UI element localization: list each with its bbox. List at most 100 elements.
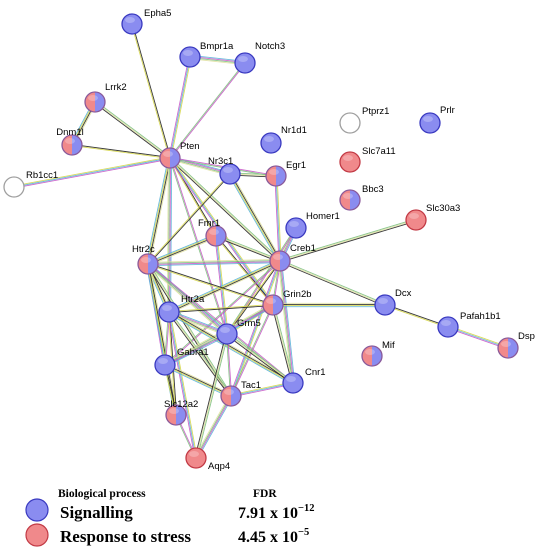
- node-bbc3[interactable]: [339, 189, 361, 211]
- edge-lrrk2-pten: [94, 100, 171, 160]
- edge-line: [279, 218, 416, 261]
- edge-line: [169, 158, 216, 237]
- edge-line: [148, 261, 281, 265]
- node-stress-half: [160, 148, 170, 168]
- node-highlight: [220, 327, 230, 333]
- node-circle: [185, 447, 207, 469]
- edge-line: [215, 235, 281, 262]
- node-circle: [260, 132, 282, 154]
- edge-line: [271, 305, 293, 384]
- node-dsp[interactable]: [497, 337, 519, 359]
- edge-line: [170, 156, 282, 261]
- edge-line: [230, 260, 281, 397]
- node-label-notch3: Notch3: [255, 41, 285, 52]
- node-rb1cc1[interactable]: [3, 176, 25, 198]
- node-pten[interactable]: [159, 147, 181, 169]
- node-bmpr1a[interactable]: [179, 46, 201, 68]
- node-label-bbc3: Bbc3: [362, 184, 384, 195]
- node-tac1[interactable]: [220, 385, 242, 407]
- node-mif[interactable]: [361, 345, 383, 367]
- node-egr1[interactable]: [265, 165, 287, 187]
- edge-line: [166, 157, 169, 312]
- node-highlight: [7, 180, 17, 186]
- edge-line: [276, 175, 282, 261]
- edge-tac1-aqp4: [194, 394, 233, 460]
- edge-line: [279, 261, 293, 384]
- edge-line: [280, 259, 386, 305]
- node-highlight: [409, 213, 419, 219]
- edge-nr3c1-creb1: [228, 172, 282, 263]
- edge-gabra1-tac1: [164, 363, 232, 398]
- legend-header-process: Biological process: [58, 488, 146, 500]
- node-slc12a2[interactable]: [165, 404, 187, 426]
- node-fmr1[interactable]: [205, 225, 227, 247]
- node-slc7a11[interactable]: [339, 151, 361, 173]
- edge-line: [168, 157, 170, 312]
- node-nr1d1[interactable]: [260, 132, 282, 154]
- node-label-dcx: Dcx: [395, 288, 412, 299]
- node-circle: [419, 112, 441, 134]
- node-label-cnr1: Cnr1: [305, 367, 326, 378]
- edge-creb1-htr2a: [168, 259, 281, 314]
- edge-line: [170, 63, 246, 159]
- edge-line: [14, 158, 171, 189]
- node-circle: [121, 13, 143, 35]
- node-highlight: [238, 56, 248, 62]
- edge-line: [226, 260, 280, 334]
- edge-grm5-aqp4: [194, 333, 229, 459]
- edge-line: [13, 156, 170, 187]
- node-dnm1l[interactable]: [61, 134, 83, 156]
- node-outline: [220, 385, 242, 407]
- node-label-egr1: Egr1: [286, 160, 306, 171]
- node-grin2b[interactable]: [262, 294, 284, 316]
- edge-line: [164, 365, 231, 397]
- node-epha5[interactable]: [121, 13, 143, 35]
- edge-line: [274, 176, 280, 262]
- node-highlight: [378, 298, 388, 304]
- edge-grin2b-htr2a: [168, 304, 274, 313]
- node-highlight: [365, 349, 375, 355]
- node-nr3c1[interactable]: [219, 163, 241, 185]
- edge-fmr1-htr2c: [147, 234, 217, 266]
- node-lrrk2[interactable]: [84, 91, 106, 113]
- node-circle: [179, 46, 201, 68]
- node-grm5[interactable]: [216, 323, 238, 345]
- edge-line: [229, 260, 280, 396]
- node-prlr[interactable]: [419, 112, 441, 134]
- node-cnr1[interactable]: [282, 372, 304, 394]
- node-htr2a[interactable]: [158, 301, 180, 323]
- node-slc30a3[interactable]: [405, 209, 427, 231]
- edge-htr2a-aqp4: [167, 311, 198, 459]
- edge-line: [148, 263, 294, 383]
- node-aqp4[interactable]: [185, 447, 207, 469]
- edge-line: [168, 260, 280, 312]
- edge-line: [147, 260, 280, 264]
- edge-line: [226, 227, 296, 334]
- nodes-layer: [3, 13, 519, 469]
- node-signalling-half: [95, 92, 105, 112]
- node-label-epha5: Epha5: [144, 8, 171, 19]
- node-signalling-half: [176, 405, 186, 425]
- node-htr2c[interactable]: [137, 253, 159, 275]
- node-dcx[interactable]: [374, 294, 396, 316]
- node-circle: [285, 217, 307, 239]
- node-notch3[interactable]: [234, 52, 256, 74]
- edge-line: [147, 264, 227, 335]
- edge-line: [169, 311, 233, 396]
- node-stress-half: [85, 92, 95, 112]
- edge-line: [147, 264, 273, 306]
- node-gabra1[interactable]: [154, 354, 176, 376]
- edge-line: [169, 56, 191, 159]
- edge-line: [216, 235, 229, 334]
- node-homer1[interactable]: [285, 217, 307, 239]
- edge-line: [197, 396, 233, 460]
- node-pafah1b1[interactable]: [437, 316, 459, 338]
- node-ptprz1[interactable]: [339, 112, 361, 134]
- legend-stress-swatch: [25, 523, 49, 547]
- edge-line: [214, 236, 227, 335]
- node-highlight: [343, 155, 353, 161]
- node-creb1[interactable]: [269, 250, 291, 272]
- edge-grm5-gabra1: [164, 332, 228, 367]
- node-outline: [205, 225, 227, 247]
- edge-line: [72, 144, 171, 158]
